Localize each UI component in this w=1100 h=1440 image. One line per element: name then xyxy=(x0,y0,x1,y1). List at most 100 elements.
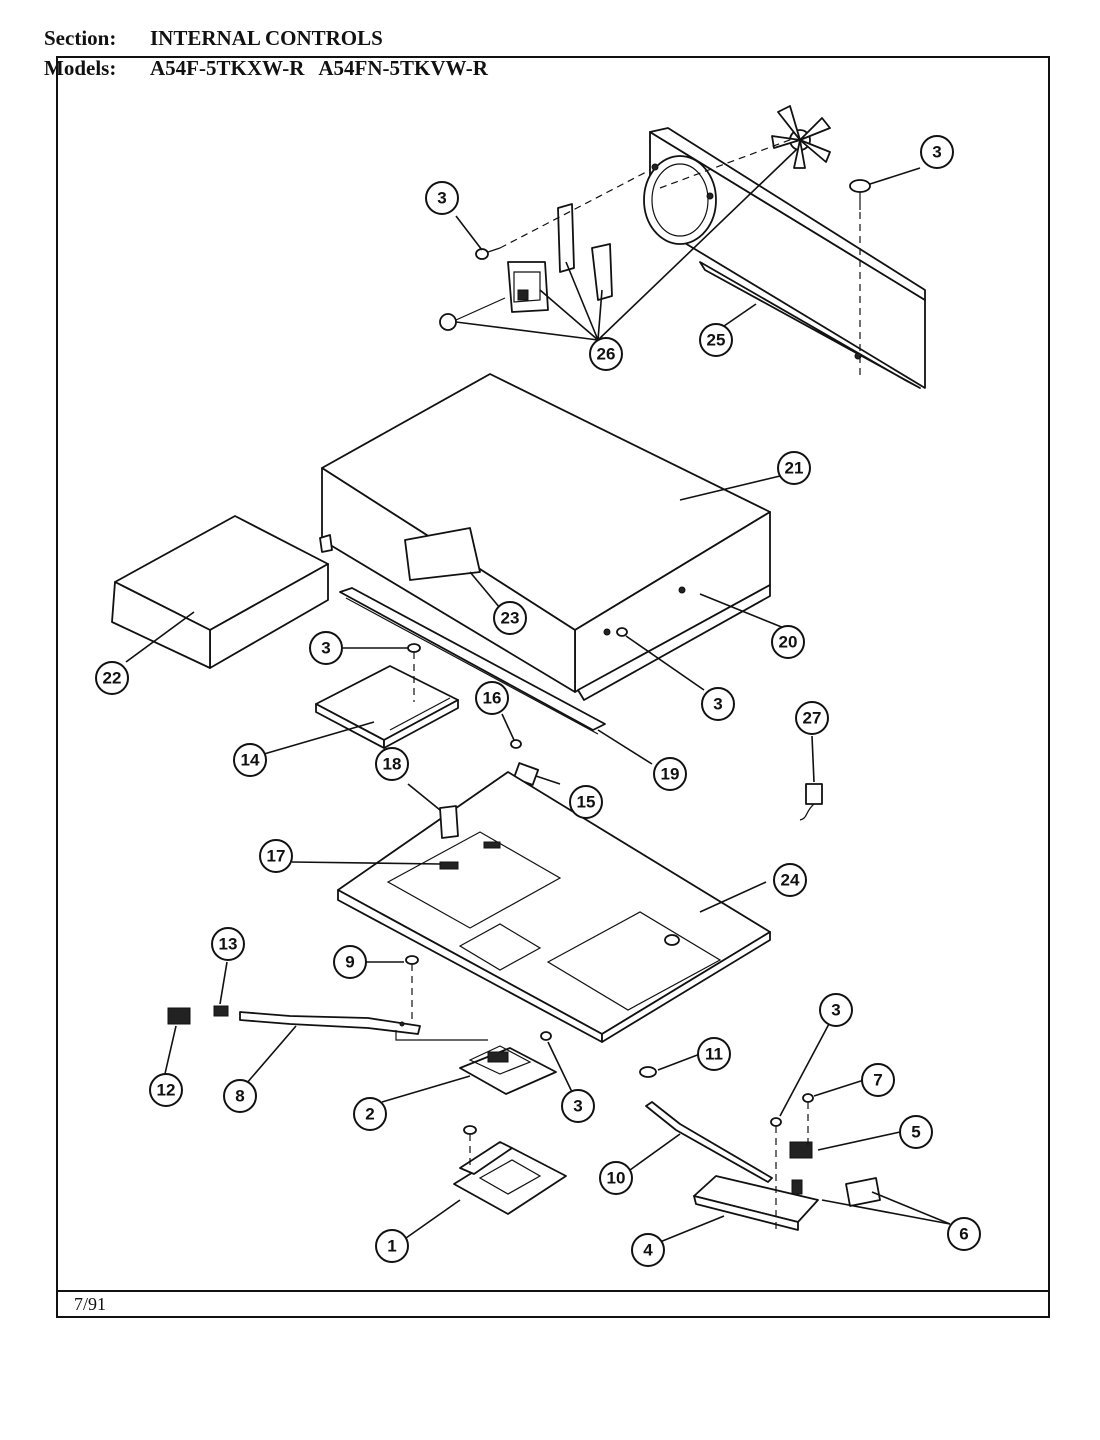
screw-7 xyxy=(802,1093,814,1150)
svg-text:3: 3 xyxy=(713,695,722,714)
part-2-switch-assembly xyxy=(395,1030,557,1095)
svg-text:26: 26 xyxy=(597,345,616,364)
svg-text:9: 9 xyxy=(345,953,354,972)
svg-text:21: 21 xyxy=(785,459,804,478)
screw-3-top-left xyxy=(475,247,501,260)
leader-lines xyxy=(125,149,951,1243)
svg-text:4: 4 xyxy=(643,1241,653,1260)
part-8-lever-arm xyxy=(239,1011,421,1035)
part-18-clip xyxy=(439,805,459,839)
part-19-support-bar xyxy=(339,587,606,735)
callout-3-mid: 3 xyxy=(309,631,343,665)
callout-14: 14 xyxy=(233,743,267,777)
callout-21: 21 xyxy=(777,451,811,485)
svg-text:16: 16 xyxy=(483,689,502,708)
callout-10: 10 xyxy=(599,1161,633,1195)
callout-2: 2 xyxy=(353,1097,387,1131)
callout-15: 15 xyxy=(569,785,603,819)
callout-22: 22 xyxy=(95,661,129,695)
part-5-switch xyxy=(789,1141,813,1159)
part-4-bracket xyxy=(693,1175,819,1231)
model-number-1: A54F-5TKXW-R xyxy=(150,56,305,80)
svg-text:3: 3 xyxy=(831,1001,840,1020)
part-6-connector xyxy=(791,1177,881,1207)
section-label: Section: xyxy=(44,26,117,50)
callout-9: 9 xyxy=(333,945,367,979)
part-10-rod xyxy=(645,1101,773,1183)
screw-3-lower xyxy=(540,1031,552,1041)
svg-text:3: 3 xyxy=(573,1097,582,1116)
part-25-bracket-rail xyxy=(643,127,926,389)
fan-blade xyxy=(771,105,831,169)
svg-text:19: 19 xyxy=(661,765,680,784)
svg-text:3: 3 xyxy=(932,143,941,162)
svg-text:24: 24 xyxy=(781,871,800,890)
callout-5: 5 xyxy=(899,1115,933,1149)
svg-text:11: 11 xyxy=(705,1045,723,1064)
part-14-control-board xyxy=(315,665,459,749)
part-12-spring xyxy=(167,1007,191,1025)
part-17-switch xyxy=(439,841,501,870)
section-header: Section: INTERNAL CONTROLS xyxy=(44,26,383,51)
diagram-frame xyxy=(56,56,1050,1318)
svg-text:6: 6 xyxy=(959,1225,968,1244)
svg-text:23: 23 xyxy=(501,609,520,628)
svg-text:14: 14 xyxy=(241,751,260,770)
callout-23: 23 xyxy=(493,601,527,635)
svg-text:25: 25 xyxy=(707,331,726,350)
part-26-fan-motor-assembly xyxy=(439,203,613,331)
svg-text:8: 8 xyxy=(235,1087,244,1106)
screw-3-housing xyxy=(616,627,628,637)
part-1-mounting-bracket xyxy=(453,1125,567,1215)
svg-text:2: 2 xyxy=(365,1105,374,1124)
callout-20: 20 xyxy=(771,625,805,659)
callout-3-housing: 3 xyxy=(701,687,735,721)
svg-text:3: 3 xyxy=(321,639,330,658)
callout-6: 6 xyxy=(947,1217,981,1251)
svg-text:18: 18 xyxy=(383,755,402,774)
callout-1: 1 xyxy=(375,1229,409,1263)
callout-16: 16 xyxy=(475,681,509,715)
part-13-spring-small xyxy=(213,1005,229,1017)
callout-4: 4 xyxy=(631,1233,665,1267)
svg-text:1: 1 xyxy=(387,1237,396,1256)
callout-11: 11 xyxy=(697,1037,731,1071)
callout-13: 13 xyxy=(211,927,245,961)
svg-text:10: 10 xyxy=(607,1169,626,1188)
callout-25: 25 xyxy=(699,323,733,357)
svg-text:20: 20 xyxy=(779,633,798,652)
callout-26: 26 xyxy=(589,337,623,371)
screw-3-top-right xyxy=(849,179,871,210)
screw-9 xyxy=(405,955,419,1020)
screw-16 xyxy=(510,739,522,749)
svg-text:3: 3 xyxy=(437,189,446,208)
callout-8: 8 xyxy=(223,1079,257,1113)
svg-text:27: 27 xyxy=(803,709,822,728)
screw-3-right-lower xyxy=(770,1117,782,1230)
svg-text:17: 17 xyxy=(267,847,286,866)
part-22-side-shield xyxy=(111,515,329,669)
section-title: INTERNAL CONTROLS xyxy=(150,26,383,50)
svg-text:7: 7 xyxy=(873,1071,882,1090)
screw-11 xyxy=(639,1066,657,1078)
footer-divider xyxy=(56,1290,1050,1292)
callout-19: 19 xyxy=(653,757,687,791)
callout-3-top-right: 3 xyxy=(920,135,954,169)
part-24-base-plate xyxy=(337,771,771,1043)
part-21-housing-cover xyxy=(319,373,771,701)
callout-12: 12 xyxy=(149,1073,183,1107)
callout-24: 24 xyxy=(773,863,807,897)
callout-17: 17 xyxy=(259,839,293,873)
footer-date: 7/91 xyxy=(74,1294,107,1314)
callout-7: 7 xyxy=(861,1063,895,1097)
callout-3-right-lower: 3 xyxy=(819,993,853,1027)
svg-text:5: 5 xyxy=(911,1123,920,1142)
callout-3-top-left: 3 xyxy=(425,181,459,215)
svg-text:22: 22 xyxy=(103,669,122,688)
part-27-power-cord xyxy=(799,783,823,821)
model-number-2: A54FN-5TKVW-R xyxy=(318,56,488,80)
callout-18: 18 xyxy=(375,747,409,781)
svg-text:15: 15 xyxy=(577,793,596,812)
